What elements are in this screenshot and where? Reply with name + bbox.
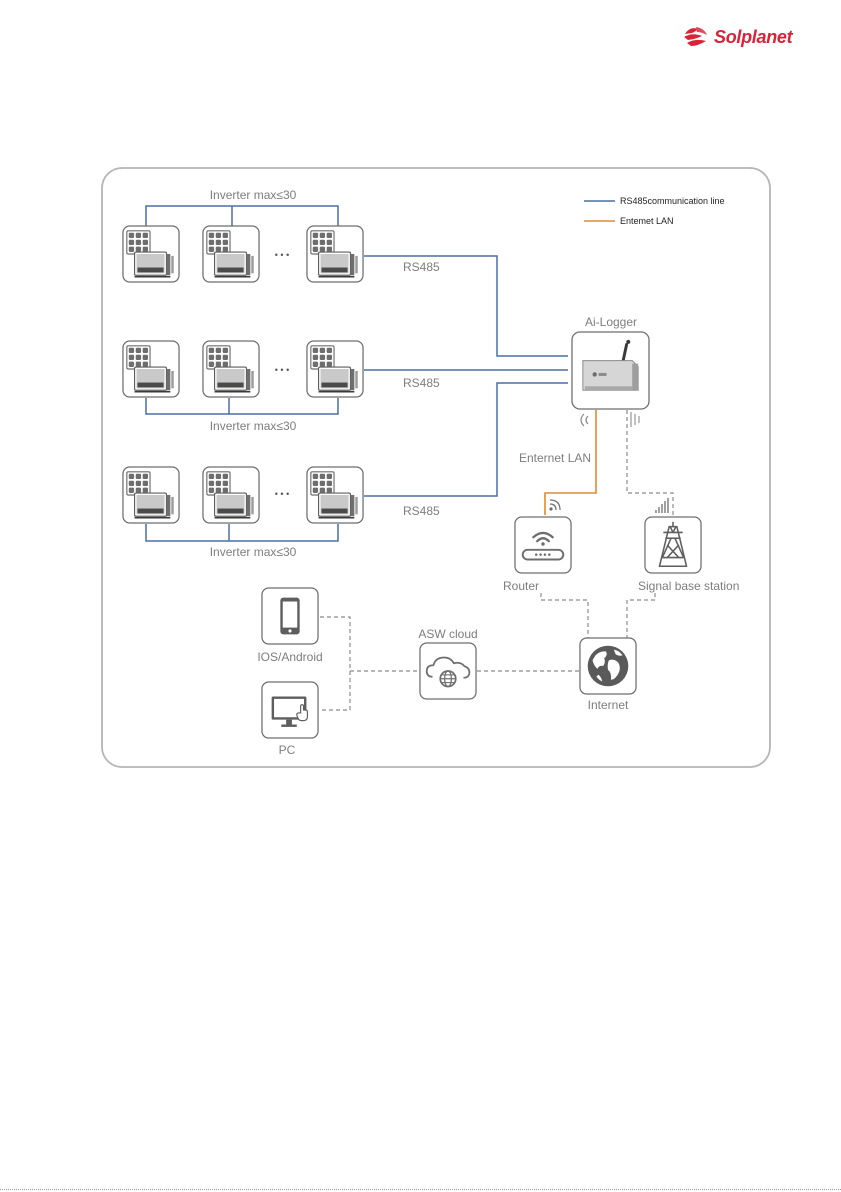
inverter-group-2: • • • Inverter max≤30 RS485 bbox=[123, 341, 568, 433]
group-1-bus-line bbox=[146, 206, 338, 227]
cloud-label: ASW cloud bbox=[418, 627, 477, 641]
group-2-max-label: Inverter max≤30 bbox=[210, 419, 297, 433]
rs485-line-3 bbox=[364, 383, 568, 496]
legend: RS485communication line Entemet LAN bbox=[584, 196, 725, 226]
logger-signal-icon bbox=[631, 412, 639, 427]
logger-wifi-icon bbox=[581, 414, 588, 426]
signal-tower-icon bbox=[645, 517, 701, 573]
ai-logger: Ai-Logger bbox=[572, 315, 649, 427]
rs485-label-2: RS485 bbox=[403, 376, 440, 390]
internet: Internet bbox=[580, 638, 636, 712]
ellipsis-3: • • • bbox=[275, 489, 289, 499]
legend-lan-label: Entemet LAN bbox=[620, 216, 674, 226]
logger-device-icon bbox=[572, 332, 649, 409]
mobile-client: IOS/Android bbox=[257, 588, 322, 664]
router-label: Router bbox=[503, 579, 539, 593]
ai-logger-label: Ai-Logger bbox=[585, 315, 637, 329]
base-station-label: Signal base station bbox=[638, 579, 739, 593]
inverter-icon bbox=[203, 341, 259, 397]
pc-label: PC bbox=[279, 743, 296, 757]
router-internet-line bbox=[541, 593, 588, 638]
base-station: Signal base station bbox=[638, 498, 739, 593]
cloud-icon bbox=[420, 643, 476, 699]
ellipsis-2: • • • bbox=[275, 365, 289, 375]
legend-rs485-label: RS485communication line bbox=[620, 196, 725, 206]
tower-signal-bars-icon bbox=[656, 498, 668, 513]
asw-cloud: ASW cloud bbox=[418, 627, 477, 699]
group-1-max-label: Inverter max≤30 bbox=[210, 188, 297, 202]
tablet-icon bbox=[262, 588, 318, 644]
lan-label: Enternet LAN bbox=[519, 451, 591, 465]
inverter-group-1: Inverter max≤30 • • • RS485 bbox=[123, 188, 568, 356]
page-bottom-rule bbox=[0, 1189, 841, 1190]
inverter-icon bbox=[123, 341, 179, 397]
group-3-max-label: Inverter max≤30 bbox=[210, 545, 297, 559]
monitor-icon bbox=[262, 682, 318, 738]
internet-label: Internet bbox=[588, 698, 629, 712]
ellipsis-1: • • • bbox=[275, 250, 289, 260]
tower-internet-line bbox=[627, 593, 655, 638]
group-2-bus-line bbox=[146, 398, 338, 414]
inverter-icon bbox=[307, 341, 363, 397]
inverter-icon bbox=[307, 226, 363, 282]
globe-icon bbox=[580, 638, 636, 694]
pc-client: PC bbox=[262, 682, 318, 757]
inverter-icon bbox=[203, 467, 259, 523]
inverter-icon bbox=[203, 226, 259, 282]
cellular-link-line bbox=[627, 410, 673, 515]
inverter-group-3: • • • Inverter max≤30 RS485 bbox=[123, 383, 568, 559]
rs485-label-1: RS485 bbox=[403, 260, 440, 274]
group-3-bus-line bbox=[146, 524, 338, 541]
router-icon bbox=[515, 517, 571, 573]
router: Router bbox=[503, 500, 571, 593]
clients-bus-line bbox=[320, 617, 350, 710]
rs485-line-1 bbox=[364, 256, 568, 356]
rs485-label-3: RS485 bbox=[403, 504, 440, 518]
inverter-icon bbox=[123, 226, 179, 282]
mobile-label: IOS/Android bbox=[257, 650, 322, 664]
router-wifi-icon bbox=[550, 500, 560, 510]
inverter-icon bbox=[123, 467, 179, 523]
inverter-icon bbox=[307, 467, 363, 523]
